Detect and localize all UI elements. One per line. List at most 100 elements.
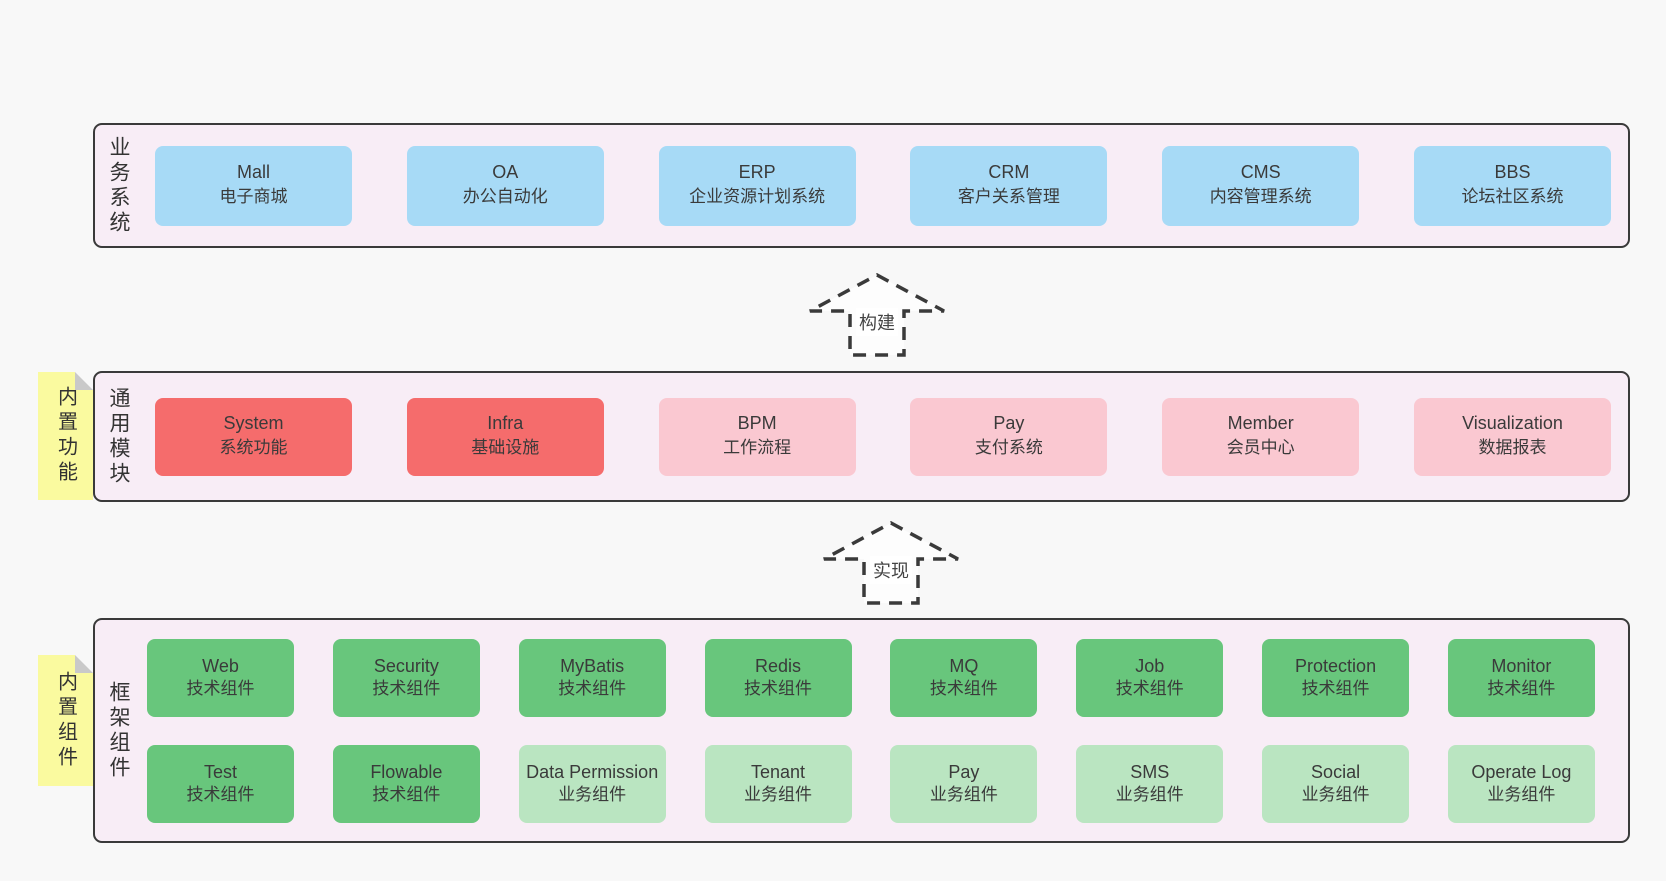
component-box-mybatis: MyBatis 技术组件 (518, 638, 666, 717)
band-label: 业务系统 (107, 135, 130, 236)
box-title-en: MyBatis (560, 655, 625, 676)
component-box-test: Test 技术组件 (147, 744, 294, 823)
component-box-data-permission: Data Permission 业务组件 (518, 744, 666, 823)
component-box-web: Web 技术组件 (147, 638, 294, 717)
band-business-systems: 业务系统 Mall 电子商城 OA 办公自动化 ERP 企业资源计划系统 CRM 客户关系管理… (93, 123, 1630, 248)
box-title-en: Tenant (751, 761, 806, 782)
component-box-erp: ERP 企业资源计划系统 (658, 145, 856, 226)
box-title-en: ERP (738, 162, 776, 183)
arrow-implement: 实现 (821, 520, 961, 606)
component-box-sms: SMS 业务组件 (1076, 744, 1224, 823)
box-title-en: Protection (1295, 655, 1377, 676)
band-common-modules: 通用模块 System 系统功能 Infra 基础设施 BPM 工作流程 Pay 支付系统 Me… (93, 371, 1630, 502)
component-box-mall: Mall 电子商城 (155, 145, 352, 226)
box-title-en: Infra (487, 413, 524, 434)
folded-corner-icon (75, 655, 93, 673)
arrow-label: 构建 (856, 308, 898, 336)
band-label: 通用模块 (107, 386, 130, 487)
component-box-operate-log: Operate Log 业务组件 (1447, 744, 1595, 823)
box-subtitle-zh: 客户关系管理 (957, 186, 1060, 206)
box-title-en: Mall (236, 162, 270, 183)
component-box-bpm: BPM 工作流程 (658, 397, 856, 476)
box-title-en: Flowable (370, 761, 443, 782)
box-subtitle-zh: 论坛社区系统 (1461, 186, 1564, 206)
sticky-note-built-in-components: 内置组件 (38, 655, 93, 786)
component-box-pay: Pay 业务组件 (890, 744, 1038, 823)
box-title-en: Operate Log (1471, 761, 1572, 782)
box-subtitle-zh: 技术组件 (1487, 679, 1556, 699)
box-subtitle-zh: 办公自动化 (462, 186, 548, 206)
box-subtitle-zh: 系统功能 (219, 437, 288, 457)
component-box-system: System 系统功能 (155, 397, 352, 476)
component-box-cms: CMS 内容管理系统 (1162, 145, 1360, 226)
box-title-en: Redis (755, 655, 802, 676)
box-subtitle-zh: 技术组件 (372, 679, 441, 699)
arrow-build: 构建 (807, 272, 947, 358)
component-box-social: Social 业务组件 (1262, 744, 1410, 823)
box-subtitle-zh: 业务组件 (929, 785, 998, 805)
component-box-mq: MQ 技术组件 (890, 638, 1038, 717)
box-title-en: Security (373, 655, 439, 676)
box-subtitle-zh: 企业资源计划系统 (689, 186, 826, 206)
box-subtitle-zh: 电子商城 (219, 186, 288, 206)
box-subtitle-zh: 业务组件 (1301, 785, 1370, 805)
component-box-pay: Pay 支付系统 (910, 397, 1108, 476)
box-subtitle-zh: 基础设施 (471, 437, 540, 457)
box-title-en: BPM (737, 413, 777, 434)
box-subtitle-zh: 业务组件 (558, 785, 627, 805)
box-subtitle-zh: 工作流程 (723, 437, 792, 457)
box-subtitle-zh: 支付系统 (974, 437, 1043, 457)
box-title-en: BBS (1494, 162, 1531, 183)
component-box-monitor: Monitor 技术组件 (1447, 638, 1595, 717)
sticky-note-built-in-features: 内置功能 (38, 372, 93, 500)
box-subtitle-zh: 技术组件 (1301, 679, 1370, 699)
components-box-row-2: Test 技术组件 Flowable 技术组件 Data Permission 业务组件 T… (147, 744, 1595, 823)
box-title-en: CMS (1240, 162, 1281, 183)
box-title-en: MQ (949, 655, 979, 676)
box-subtitle-zh: 技术组件 (186, 679, 255, 699)
box-title-en: Job (1135, 655, 1165, 676)
box-subtitle-zh: 业务组件 (1487, 785, 1556, 805)
band-label: 框架组件 (107, 680, 130, 781)
box-subtitle-zh: 技术组件 (186, 785, 255, 805)
box-subtitle-zh: 技术组件 (1115, 679, 1184, 699)
component-box-protection: Protection 技术组件 (1262, 638, 1410, 717)
business-box-row: Mall 电子商城 OA 办公自动化 ERP 企业资源计划系统 CRM 客户关系管理 CMS 内容… (155, 145, 1611, 226)
component-box-crm: CRM 客户关系管理 (910, 145, 1108, 226)
box-title-en: Pay (993, 413, 1025, 434)
sticky-note-label: 内置组件 (54, 670, 77, 771)
component-box-redis: Redis 技术组件 (704, 638, 852, 717)
component-box-oa: OA 办公自动化 (406, 145, 604, 226)
sticky-paper (38, 655, 93, 786)
box-subtitle-zh: 内容管理系统 (1209, 186, 1312, 206)
box-subtitle-zh: 技术组件 (372, 785, 441, 805)
component-box-bbs: BBS 论坛社区系统 (1413, 145, 1611, 226)
component-box-flowable: Flowable 技术组件 (332, 744, 480, 823)
box-subtitle-zh: 技术组件 (744, 679, 813, 699)
box-title-en: Pay (948, 761, 980, 782)
box-subtitle-zh: 数据报表 (1478, 437, 1547, 457)
box-subtitle-zh: 技术组件 (558, 679, 627, 699)
box-title-en: Social (1311, 761, 1361, 782)
box-title-en: Web (202, 655, 239, 676)
folded-corner-icon (75, 372, 93, 390)
sticky-paper (38, 372, 93, 500)
component-box-security: Security 技术组件 (332, 638, 480, 717)
box-title-en: Data Permission (526, 761, 659, 782)
box-title-en: CRM (988, 162, 1030, 183)
box-title-en: SMS (1130, 761, 1170, 782)
box-title-en: Member (1227, 413, 1294, 434)
box-title-en: OA (492, 162, 519, 183)
box-title-en: System (223, 413, 284, 434)
box-title-en: Test (203, 761, 237, 782)
component-box-job: Job 技术组件 (1076, 638, 1224, 717)
box-title-en: Monitor (1491, 655, 1552, 676)
box-subtitle-zh: 技术组件 (929, 679, 998, 699)
box-subtitle-zh: 业务组件 (1115, 785, 1184, 805)
